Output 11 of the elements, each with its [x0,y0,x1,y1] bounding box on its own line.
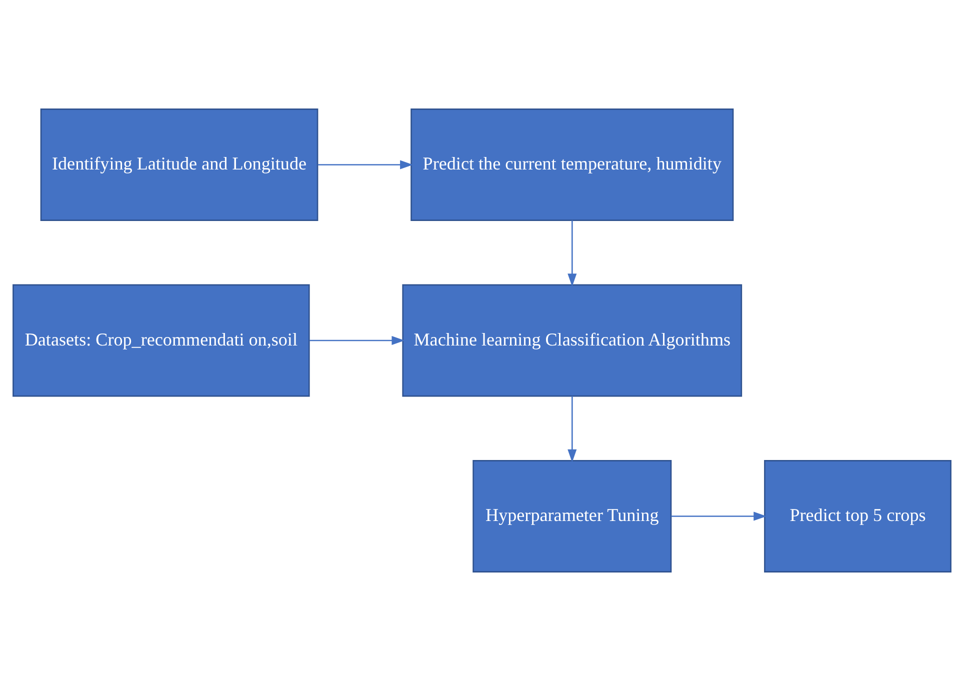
arrow [671,512,767,521]
node-box: Machine learning Classification Algorithms [402,284,742,397]
node-box: Predict the current temperature, humidity [410,108,734,221]
arrow [568,396,577,462]
node-box: Datasets: Crop_recommendati on,soil [12,284,310,397]
arrow [318,160,413,170]
node-box: Hyperparameter Tuning [472,460,672,572]
arrow [568,220,577,287]
node-box: Identifying Latitude and Longitude [40,108,318,221]
arrow [310,336,405,346]
node-box: Predict top 5 crops [764,460,952,572]
